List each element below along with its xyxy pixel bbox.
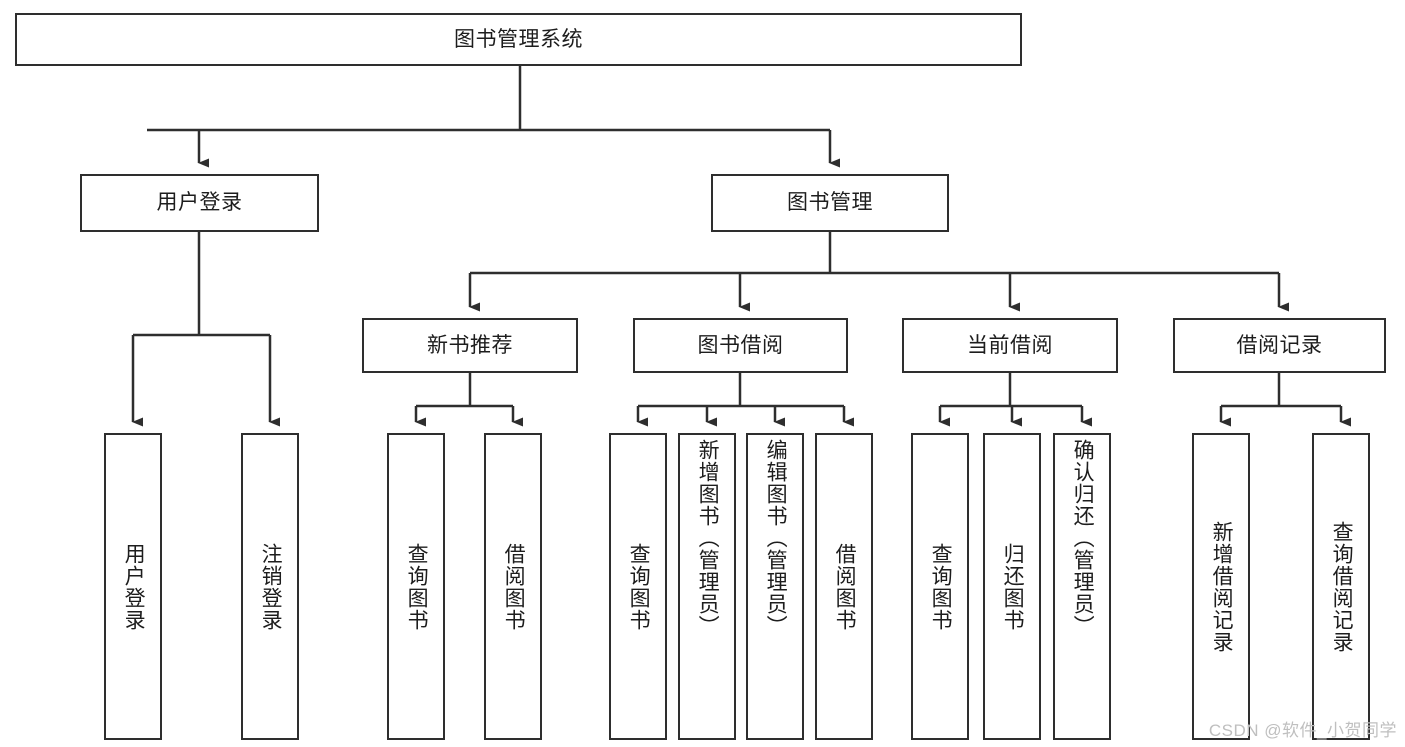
node-leaf-query-record[interactable]: 查询借阅记录 <box>1312 433 1370 740</box>
node-leaf-edit-book[interactable]: 编辑图书（管理员） <box>746 433 804 740</box>
node-new-book-recommend[interactable]: 新书推荐 <box>362 318 578 373</box>
node-leaf-add-book-label: 新增图书（管理员） <box>696 439 720 637</box>
node-leaf-query-book-1[interactable]: 查询图书 <box>387 433 445 740</box>
node-leaf-user-login[interactable]: 用户登录 <box>104 433 162 740</box>
node-leaf-add-book[interactable]: 新增图书（管理员） <box>678 433 736 740</box>
node-leaf-query-book-2[interactable]: 查询图书 <box>609 433 667 740</box>
node-leaf-query-book-1-label: 查询图书 <box>405 542 429 631</box>
node-leaf-borrow-book-2[interactable]: 借阅图书 <box>815 433 873 740</box>
node-book-borrow[interactable]: 图书借阅 <box>633 318 848 373</box>
node-book-borrow-label: 图书借阅 <box>697 333 784 357</box>
node-leaf-logout[interactable]: 注销登录 <box>241 433 299 740</box>
node-leaf-edit-book-label: 编辑图书（管理员） <box>764 439 788 637</box>
node-current-borrow-label: 当前借阅 <box>967 333 1053 357</box>
node-book-manage-label: 图书管理 <box>787 191 873 215</box>
node-leaf-confirm-return[interactable]: 确认归还（管理员） <box>1053 433 1111 740</box>
node-leaf-return-book[interactable]: 归还图书 <box>983 433 1041 740</box>
node-leaf-query-record-label: 查询借阅记录 <box>1330 520 1354 653</box>
node-leaf-confirm-return-label: 确认归还（管理员） <box>1071 439 1095 637</box>
node-leaf-borrow-book-2-label: 借阅图书 <box>833 542 857 631</box>
node-system-title[interactable]: 图书管理系统 <box>15 13 1022 66</box>
node-leaf-add-record[interactable]: 新增借阅记录 <box>1192 433 1250 740</box>
node-current-borrow[interactable]: 当前借阅 <box>902 318 1118 373</box>
node-leaf-query-book-3[interactable]: 查询图书 <box>911 433 969 740</box>
node-new-book-recommend-label: 新书推荐 <box>427 333 513 357</box>
node-leaf-logout-label: 注销登录 <box>259 542 283 631</box>
node-leaf-return-book-label: 归还图书 <box>1001 542 1025 631</box>
node-borrow-record-label: 借阅记录 <box>1236 333 1323 357</box>
node-leaf-user-login-label: 用户登录 <box>122 542 146 631</box>
node-leaf-query-book-2-label: 查询图书 <box>627 542 651 631</box>
node-system-title-label: 图书管理系统 <box>454 27 583 51</box>
node-leaf-borrow-book-1-label: 借阅图书 <box>502 542 526 631</box>
node-leaf-borrow-book-1[interactable]: 借阅图书 <box>484 433 542 740</box>
node-book-manage[interactable]: 图书管理 <box>711 174 949 232</box>
node-leaf-add-record-label: 新增借阅记录 <box>1210 520 1234 653</box>
node-user-login[interactable]: 用户登录 <box>80 174 319 232</box>
node-user-login-label: 用户登录 <box>156 191 243 215</box>
node-borrow-record[interactable]: 借阅记录 <box>1173 318 1386 373</box>
node-leaf-query-book-3-label: 查询图书 <box>929 542 953 631</box>
